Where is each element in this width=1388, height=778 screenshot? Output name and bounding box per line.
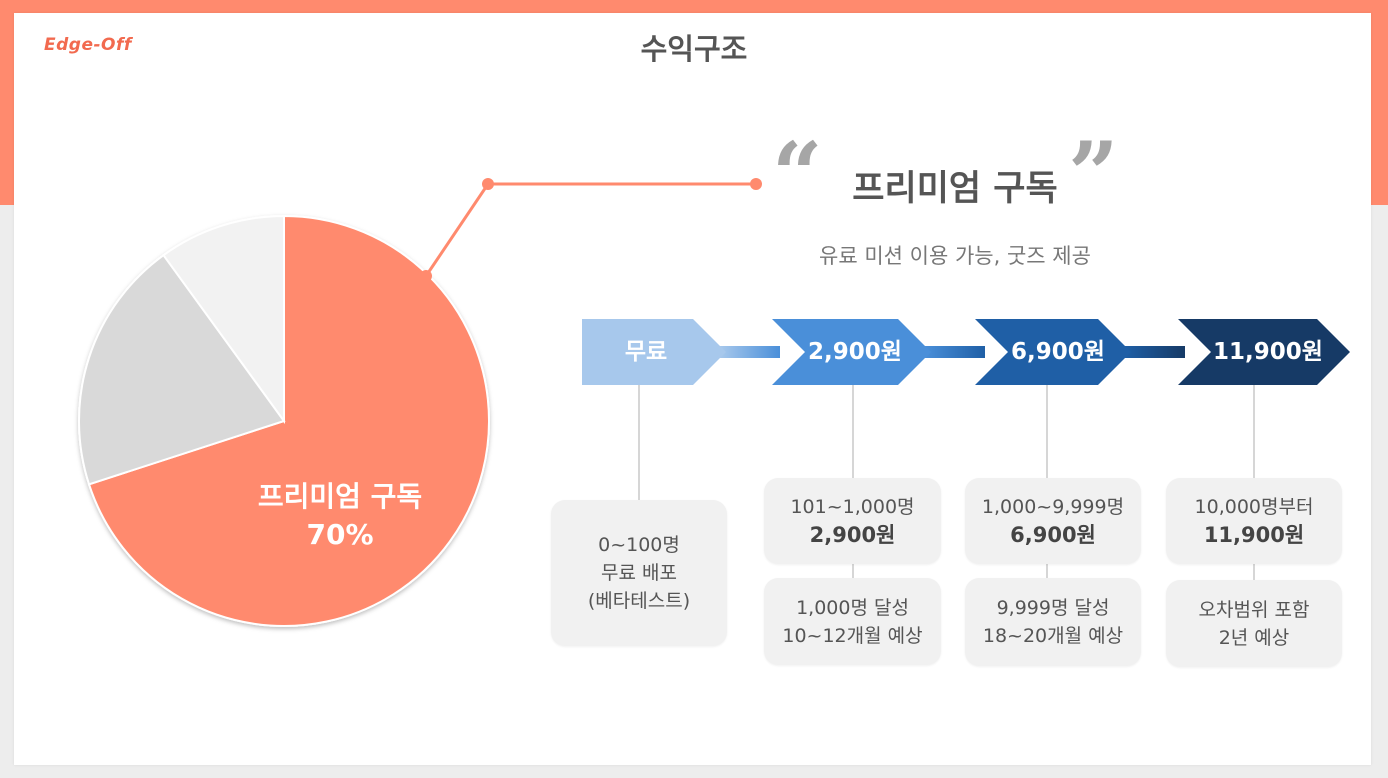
callout-dot-start bbox=[420, 270, 432, 282]
box-price: 6,900원 bbox=[1010, 523, 1096, 547]
stage-arrow-free bbox=[582, 319, 726, 385]
pie-slice-name: 프리미엄 구독 bbox=[257, 480, 423, 513]
stage-connector-3 bbox=[1125, 346, 1185, 358]
stage-timeline-box-6900: 9,999명 달성 18~20개월 예상 bbox=[965, 578, 1141, 666]
brand-logo: Edge-Off bbox=[44, 35, 132, 55]
pie-slice-3 bbox=[162, 214, 285, 425]
callout-dot-mid bbox=[482, 178, 494, 190]
callout-dot-end bbox=[750, 178, 762, 190]
box-line: 101~1,000명 bbox=[790, 496, 915, 518]
stage-label-11900: 11,900원 bbox=[1213, 339, 1323, 365]
stage-info-box-free: 0~100명 무료 배포 (베타테스트) bbox=[551, 500, 727, 646]
stage-connector-2 bbox=[925, 346, 985, 358]
stage-timeline-box-11900: 오차범위 포함 2년 예상 bbox=[1166, 580, 1342, 667]
stage-label-2900: 2,900원 bbox=[808, 339, 902, 365]
stage-label-6900: 6,900원 bbox=[1011, 339, 1105, 365]
box-line: 1,000명 달성 bbox=[796, 596, 909, 619]
box-line: 2년 예상 bbox=[1218, 626, 1290, 649]
stage-arrow-11900 bbox=[1178, 319, 1350, 385]
box-line: 오차범위 포함 bbox=[1198, 598, 1310, 621]
pie-slice-2 bbox=[78, 253, 286, 486]
quote-open-icon: “ bbox=[772, 122, 823, 226]
stage-info-box-2900: 101~1,000명 2,900원 bbox=[764, 478, 941, 564]
box-line: 1,000~9,999명 bbox=[981, 496, 1125, 518]
plan-description: 유료 미션 이용 가능, 굿즈 제공 bbox=[819, 244, 1091, 268]
stage-connector-1 bbox=[720, 346, 780, 358]
box-line: 18~20개월 예상 bbox=[982, 625, 1124, 647]
stage-label-free: 무료 bbox=[624, 339, 668, 365]
pie-slice-percent: 70% bbox=[306, 518, 374, 551]
box-price: 2,900원 bbox=[809, 523, 896, 547]
stage-info-box-11900: 10,000명부터 11,900원 bbox=[1166, 478, 1342, 564]
box-line: 10~12개월 예상 bbox=[782, 624, 923, 647]
box-price: 11,900원 bbox=[1203, 523, 1305, 547]
box-line: (베타테스트) bbox=[587, 590, 691, 612]
pie-slice-label: 프리미엄 구독 70% bbox=[220, 478, 460, 554]
page-title: 수익구조 bbox=[640, 32, 748, 66]
pie-chart bbox=[78, 214, 490, 627]
box-line: 무료 배포 bbox=[601, 562, 677, 584]
plan-title: 프리미엄 구독 bbox=[852, 169, 1058, 209]
stage-arrow-2900 bbox=[772, 319, 931, 385]
box-line: 9,999명 달성 bbox=[996, 597, 1110, 619]
box-line: 0~100명 bbox=[598, 534, 680, 556]
stage-timeline-box-2900: 1,000명 달성 10~12개월 예상 bbox=[764, 578, 941, 665]
stage-info-box-6900: 1,000~9,999명 6,900원 bbox=[965, 478, 1141, 564]
pie-slice-1 bbox=[87, 214, 490, 627]
stage-arrow-6900 bbox=[975, 319, 1131, 385]
quote-close-icon: ” bbox=[1068, 122, 1119, 226]
callout-line bbox=[424, 182, 756, 277]
box-line: 10,000명부터 bbox=[1194, 496, 1314, 518]
